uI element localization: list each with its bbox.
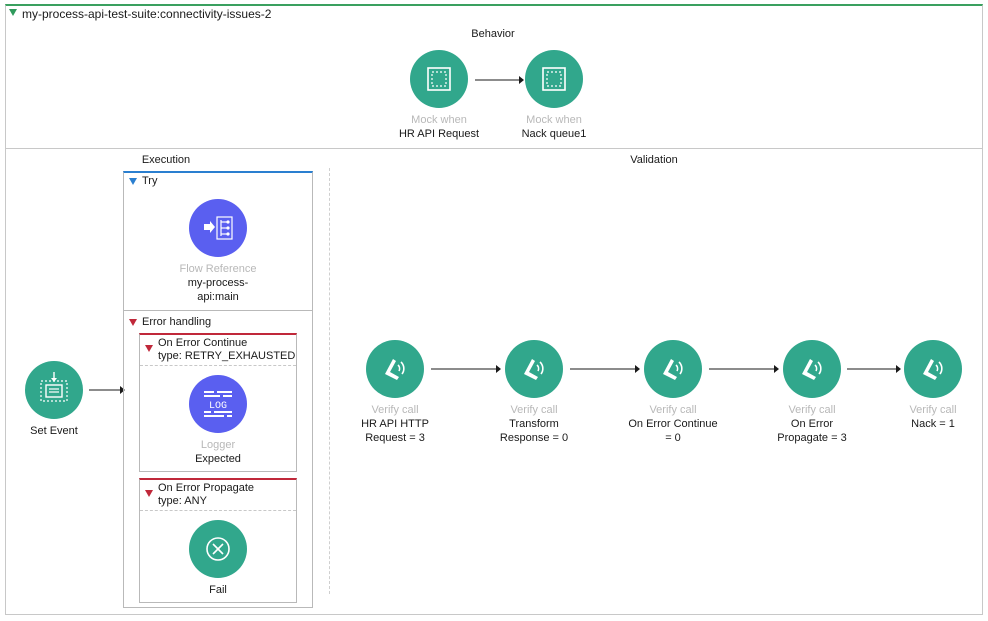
verify-call-caption-2: Verify call Transform Response = 0 bbox=[499, 404, 569, 444]
verify-call-node-3[interactable] bbox=[644, 340, 702, 398]
validation-divider bbox=[329, 168, 330, 594]
set-event-arrow bbox=[89, 386, 125, 394]
mock-icon bbox=[427, 67, 451, 91]
test-suite-frame bbox=[5, 4, 983, 615]
logger-icon-text: LOG bbox=[209, 401, 227, 412]
validation-arrow-3 bbox=[709, 365, 779, 373]
behavior-label: Behavior bbox=[471, 28, 515, 40]
flow-reference-caption: Flow Reference my-process- api:main bbox=[179, 263, 257, 303]
verify-call-node-1[interactable] bbox=[366, 340, 424, 398]
mock-when-node-2[interactable] bbox=[525, 50, 583, 108]
mock-when-node-1[interactable] bbox=[410, 50, 468, 108]
test-suite-title[interactable]: my-process-api-test-suite:connectivity-i… bbox=[22, 7, 272, 21]
verify-call-caption-3: Verify call On Error Continue = 0 bbox=[628, 404, 718, 444]
flow-reference-icon bbox=[204, 216, 233, 240]
behavior-arrow bbox=[475, 76, 524, 84]
mock-when-caption-2: Mock when Nack queue1 bbox=[521, 114, 587, 140]
set-event-icon bbox=[40, 372, 68, 402]
on-error-continue-collapse-icon[interactable] bbox=[145, 345, 153, 352]
logger-node[interactable]: LOG bbox=[189, 375, 247, 433]
error-handling-collapse-icon[interactable] bbox=[129, 319, 137, 326]
fail-node[interactable] bbox=[189, 520, 247, 578]
on-error-propagate-scope[interactable] bbox=[139, 478, 297, 603]
on-error-propagate-type: type: ANY bbox=[158, 495, 207, 507]
verify-call-icon bbox=[663, 359, 683, 380]
logger-caption: Logger Expected bbox=[195, 439, 241, 465]
verify-call-icon bbox=[385, 359, 405, 380]
verify-call-icon bbox=[524, 359, 544, 380]
fail-icon bbox=[206, 537, 230, 561]
try-scope[interactable] bbox=[123, 171, 313, 608]
validation-arrow-4 bbox=[847, 365, 901, 373]
verify-call-icon bbox=[802, 359, 822, 380]
logger-icon: LOG bbox=[204, 391, 232, 417]
error-handling-label: Error handling bbox=[142, 316, 212, 328]
on-error-propagate-dash bbox=[140, 510, 296, 511]
try-label: Try bbox=[142, 175, 158, 187]
verify-call-node-5[interactable] bbox=[904, 340, 962, 398]
collapse-triangle-icon[interactable] bbox=[9, 9, 17, 16]
section-divider bbox=[6, 148, 982, 149]
verify-call-caption-1: Verify call HR API HTTP Request = 3 bbox=[361, 404, 429, 444]
validation-arrow-2 bbox=[570, 365, 640, 373]
set-event-node[interactable] bbox=[25, 361, 83, 419]
try-collapse-icon[interactable] bbox=[129, 178, 137, 185]
on-error-continue-title: On Error Continue bbox=[158, 337, 248, 349]
fail-caption: Fail bbox=[209, 584, 227, 596]
on-error-propagate-title: On Error Propagate bbox=[158, 482, 254, 494]
on-error-continue-type: type: RETRY_EXHAUSTED bbox=[158, 350, 296, 362]
verify-call-node-2[interactable] bbox=[505, 340, 563, 398]
validation-label: Validation bbox=[630, 154, 678, 166]
on-error-continue-header: On Error Continue type: RETRY_EXHAUSTED bbox=[158, 337, 295, 363]
verify-call-icon bbox=[923, 359, 943, 380]
on-error-continue-dash bbox=[140, 365, 296, 366]
mock-icon bbox=[542, 67, 566, 91]
on-error-propagate-collapse-icon[interactable] bbox=[145, 490, 153, 497]
verify-call-node-4[interactable] bbox=[783, 340, 841, 398]
on-error-continue-scope[interactable] bbox=[139, 333, 297, 472]
mock-when-caption-1: Mock when HR API Request bbox=[398, 114, 480, 140]
verify-call-caption-5: Verify call Nack = 1 bbox=[909, 404, 957, 430]
on-error-propagate-header: On Error Propagate type: ANY bbox=[158, 482, 254, 508]
execution-label: Execution bbox=[141, 154, 191, 166]
set-event-caption: Set Event bbox=[30, 425, 78, 437]
flow-reference-node[interactable] bbox=[189, 199, 247, 257]
verify-call-caption-4: Verify call On Error Propagate = 3 bbox=[777, 404, 847, 444]
validation-arrow-1 bbox=[431, 365, 501, 373]
error-handling-divider bbox=[123, 310, 313, 311]
